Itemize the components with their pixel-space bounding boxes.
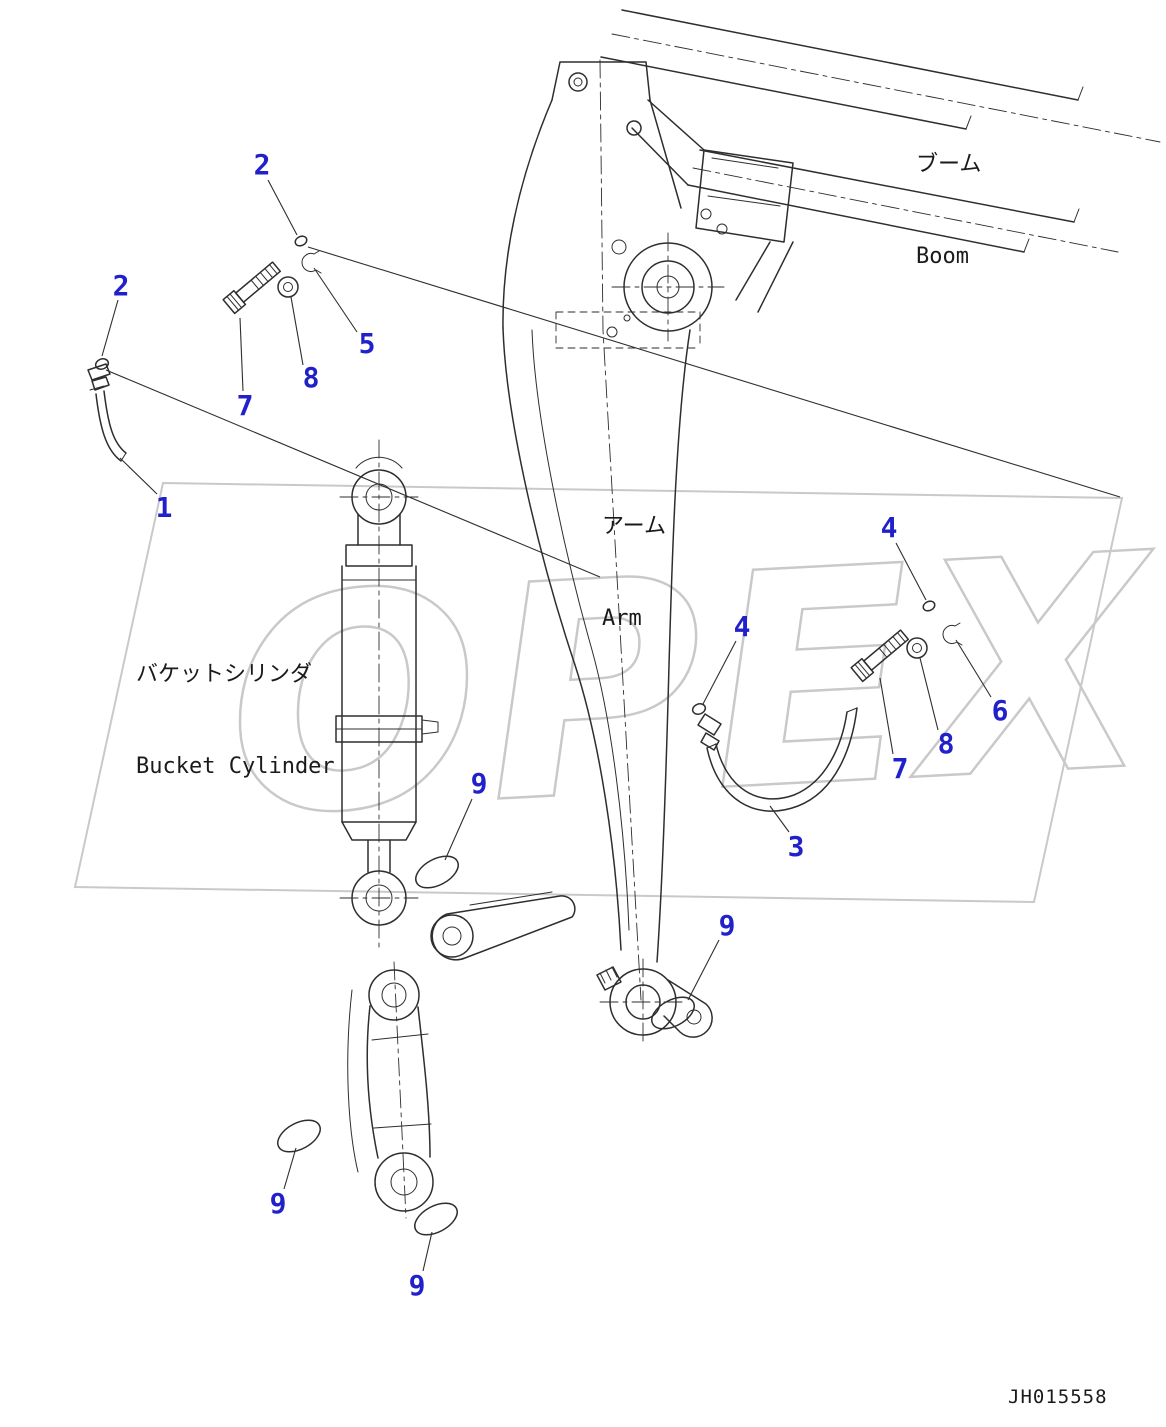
oring-seals-drawing	[277, 855, 695, 1236]
hose-3-drawing	[706, 707, 858, 812]
callout-3: 3	[787, 830, 805, 863]
bucket-link-drawing	[347, 891, 576, 1219]
callout-leader-lines	[101, 179, 992, 1272]
callout-4-right: 4	[880, 511, 898, 544]
boom-drawing	[600, 9, 1161, 313]
oring-fitting-mid-drawing	[691, 703, 707, 715]
oring-right-top-drawing	[922, 600, 936, 612]
oring-left-top-drawing	[294, 235, 308, 247]
boom-label-en: Boom	[916, 243, 969, 269]
callout-1: 1	[155, 491, 173, 524]
callout-9-d: 9	[408, 1269, 426, 1302]
callout-2-top: 2	[253, 148, 271, 181]
arm-label-en: Arm	[602, 605, 642, 631]
callout-9-a: 9	[470, 767, 488, 800]
callout-6: 6	[991, 694, 1009, 727]
grease-fitting-right-drawing	[691, 600, 963, 812]
callout-5: 5	[358, 327, 376, 360]
bucket-cylinder-label-en: Bucket Cylinder	[136, 753, 335, 779]
callout-9-b: 9	[718, 909, 736, 942]
boom-label: ブーム Boom	[916, 88, 981, 334]
callout-4-mid: 4	[733, 610, 751, 643]
arm-label: アーム Arm	[602, 450, 666, 696]
bucket-cylinder-label-jp: バケットシリンダ	[136, 661, 313, 687]
washer-right-drawing	[906, 637, 928, 659]
clip-left-drawing	[301, 250, 322, 274]
reference-lines	[105, 246, 1121, 578]
callout-8-left: 8	[302, 361, 320, 394]
arm-drawing	[502, 59, 725, 1046]
callout-2-left: 2	[112, 269, 130, 302]
callout-7-right: 7	[891, 752, 909, 785]
hose-1-drawing	[95, 393, 122, 462]
callout-8-right: 8	[937, 727, 955, 760]
bucket-cylinder-label: バケットシリンダ Bucket Cylinder	[136, 598, 335, 844]
boom-label-jp: ブーム	[916, 151, 982, 177]
arm-label-jp: アーム	[602, 513, 667, 539]
drawing-number: JH015558	[1008, 1386, 1108, 1408]
bolt-right-drawing	[850, 629, 910, 683]
oring-fitting-left-drawing	[94, 358, 110, 370]
washer-left-drawing	[277, 276, 299, 298]
grease-fitting-left-drawing	[87, 235, 322, 462]
watermark-text: OPEX	[220, 490, 1166, 882]
callout-7-left: 7	[236, 389, 254, 422]
watermark: OPEX	[73, 481, 1166, 904]
callout-9-c: 9	[269, 1187, 287, 1220]
bucket-cylinder-drawing	[335, 439, 439, 951]
bolt-left-drawing	[222, 261, 282, 315]
watermark-frame	[73, 481, 1124, 904]
